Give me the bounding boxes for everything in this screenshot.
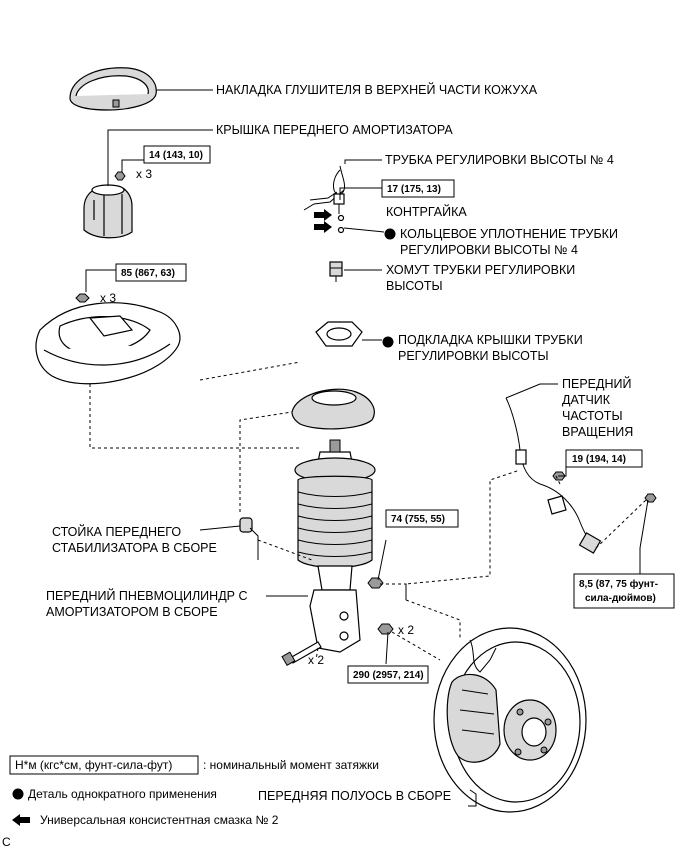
tube-clamp-drawing xyxy=(329,261,343,282)
label-stabilizer-link-1: СТОЙКА ПЕРЕДНЕГО xyxy=(52,524,181,539)
muffler-cover-drawing xyxy=(69,67,157,111)
strut-tower-drawing xyxy=(35,293,181,385)
torque-box-1: 14 (143, 10) xyxy=(143,145,211,164)
quantity-label: x 3 xyxy=(100,291,116,305)
legend-torque-unit: Н*м (кгс*см, фунт-сила-фут) xyxy=(15,758,172,772)
quantity-label: x 3 xyxy=(136,167,152,181)
label-front-axle-hub: ПЕРЕДНЯЯ ПОЛУОСЬ В СБОРЕ xyxy=(258,789,451,803)
label-speed-sensor-3: ЧАСТОТЫ xyxy=(562,409,623,423)
filled-circle-icon xyxy=(382,336,394,348)
speed-sensor-drawing xyxy=(505,397,657,554)
label-front-shock-cover: КРЫШКА ПЕРЕДНЕГО АМОРТИЗАТОРА xyxy=(216,123,453,137)
stabilizer-link-drawing xyxy=(239,517,259,560)
nut-drawing xyxy=(367,577,394,635)
corner-code: C xyxy=(2,835,11,849)
label-tube-gasket-1: ПОДКЛАДКА КРЫШКИ ТРУБКИ xyxy=(398,333,583,347)
torque-value-line2: сила-дюймов) xyxy=(585,593,656,604)
torque-value: 290 (2957, 214) xyxy=(353,670,424,681)
quantity-label: x 2 xyxy=(398,623,414,637)
legend: Н*м (кгс*см, фунт-сила-фут) : номинальны… xyxy=(2,755,379,849)
legend-single-use: Деталь однократного применения xyxy=(28,787,217,801)
front-shock-cover-drawing xyxy=(83,171,133,239)
legend-torque-desc: : номинальный момент затяжки xyxy=(203,758,379,772)
torque-value: 8,5 (87, 75 фунт- xyxy=(579,578,658,590)
torque-box-2: 17 (175, 13) xyxy=(381,179,455,198)
label-speed-sensor-4: ВРАЩЕНИЯ xyxy=(562,425,633,439)
label-air-cylinder-2: АМОРТИЗАТОРОМ В СБОРЕ xyxy=(46,605,218,619)
label-speed-sensor-1: ПЕРЕДНИЙ xyxy=(562,376,631,391)
torque-value: 17 (175, 13) xyxy=(387,184,441,195)
tube-cover-gasket-drawing xyxy=(315,321,363,347)
label-tube-clamp-2: ВЫСОТЫ xyxy=(386,279,443,293)
torque-value: 19 (194, 14) xyxy=(572,454,626,465)
label-tube-clamp-1: ХОМУТ ТРУБКИ РЕГУЛИРОВКИ xyxy=(386,263,575,277)
torque-box-6: 8,5 (87, 75 фунт- сила-дюймов) xyxy=(573,573,675,609)
guide-lines xyxy=(89,361,649,661)
label-height-tube: ТРУБКА РЕГУЛИРОВКИ ВЫСОТЫ № 4 xyxy=(385,153,614,167)
label-o-ring-1: КОЛЬЦЕВОЕ УПЛОТНЕНИЕ ТРУБКИ xyxy=(400,227,618,241)
label-muffler-cover: НАКЛАДКА ГЛУШИТЕЛЯ В ВЕРХНЕЙ ЧАСТИ КОЖУХ… xyxy=(216,82,538,97)
torque-box-5: 74 (755, 55) xyxy=(385,509,459,528)
torque-value: 14 (143, 10) xyxy=(149,150,203,161)
label-speed-sensor-2: ДАТЧИК xyxy=(562,393,611,407)
axle-hub-drawing xyxy=(433,627,587,813)
torque-box-3: 85 (867, 63) xyxy=(115,263,187,282)
torque-box-7: 290 (2957, 214) xyxy=(347,665,429,684)
o-ring-drawing xyxy=(314,209,345,234)
filled-circle-icon xyxy=(384,228,396,240)
torque-value: 74 (755, 55) xyxy=(391,514,445,525)
label-tube-gasket-2: РЕГУЛИРОВКИ ВЫСОТЫ xyxy=(398,349,549,363)
upper-seat-drawing xyxy=(291,388,375,430)
air-cylinder-drawing xyxy=(294,439,376,653)
label-lock-nut: КОНТРГАЙКА xyxy=(386,204,467,219)
torque-value: 85 (867, 63) xyxy=(121,268,175,279)
height-tube-drawing xyxy=(303,165,345,214)
filled-circle-icon xyxy=(12,788,24,800)
label-stabilizer-link-2: СТАБИЛИЗАТОРА В СБОРЕ xyxy=(52,541,217,555)
label-o-ring-2: РЕГУЛИРОВКИ ВЫСОТЫ № 4 xyxy=(400,243,578,257)
torque-box-4: 19 (194, 14) xyxy=(565,449,643,468)
black-arrow-icon xyxy=(12,814,30,826)
label-air-cylinder-1: ПЕРЕДНИЙ ПНЕВМОЦИЛИНДР С xyxy=(46,588,248,603)
legend-grease: Универсальная консистентная смазка № 2 xyxy=(40,813,279,827)
bolt-drawing xyxy=(281,641,322,667)
legend-torque-box xyxy=(9,755,199,775)
quantity-label: x 2 xyxy=(308,653,324,667)
